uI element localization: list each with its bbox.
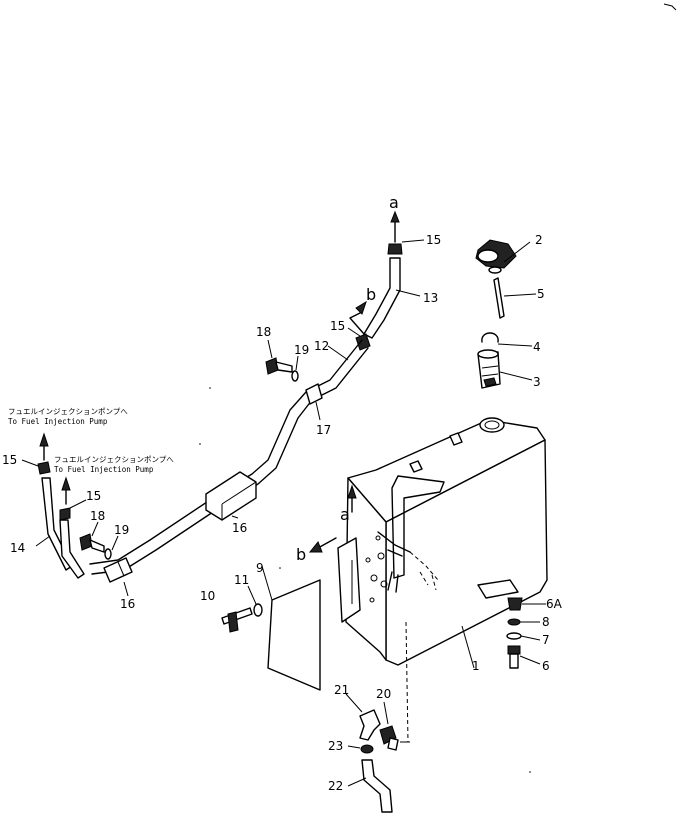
drain-hose-22 — [361, 759, 393, 813]
clamp-17 — [305, 383, 323, 405]
callout-15-left: 15 — [2, 453, 17, 467]
leader-1 — [461, 625, 475, 669]
callout-9: 9 — [256, 561, 264, 575]
o-ring — [481, 332, 499, 343]
spacer-6a — [507, 597, 523, 611]
callout-5: 5 — [537, 287, 545, 301]
corner-mark — [663, 3, 677, 11]
leader-11 — [247, 585, 257, 605]
washer-11 — [253, 603, 263, 617]
leader-15-left — [21, 459, 39, 467]
washer-19-upper — [291, 370, 299, 382]
connector-b-tank: b — [296, 545, 306, 564]
callout-2: 2 — [535, 233, 543, 247]
fuel-hose-14 — [41, 477, 85, 579]
callout-15-right: 15 — [86, 489, 101, 503]
leader-12 — [327, 345, 349, 361]
elbow-21 — [359, 709, 381, 741]
fitting-15-top — [387, 243, 403, 255]
leader-5 — [503, 293, 537, 297]
clamp-16-lower — [103, 557, 133, 583]
fitting-15-mid — [355, 333, 371, 351]
callout-16-lower: 16 — [120, 597, 135, 611]
callout-18-lower: 18 — [90, 509, 105, 523]
callout-13: 13 — [423, 291, 438, 305]
bolt-10 — [221, 607, 253, 633]
leader-4 — [497, 343, 533, 347]
strainer-rod — [493, 277, 505, 319]
washer-7 — [506, 632, 522, 640]
callout-18-upper: 18 — [256, 325, 271, 339]
callout-16-upper: 16 — [232, 521, 247, 535]
callout-10: 10 — [200, 589, 215, 603]
connector-a-tank: a — [340, 505, 350, 524]
fuel-cap — [475, 239, 531, 274]
bolt-18-lower — [79, 533, 105, 553]
leader-17 — [315, 401, 321, 421]
leader-16-lower — [123, 581, 129, 597]
note-to-pump-en-right: To Fuel Injection Pump — [54, 465, 154, 474]
callout-8: 8 — [542, 615, 550, 629]
leader-22 — [347, 777, 367, 787]
cover-plate — [267, 579, 321, 691]
fuel-hose-13 — [363, 257, 401, 339]
leader-9 — [261, 565, 273, 601]
callout-7: 7 — [542, 633, 550, 647]
leader-13 — [395, 289, 421, 297]
leader-7 — [520, 635, 541, 641]
callout-6a: 6A — [546, 597, 563, 611]
callout-14: 14 — [10, 541, 25, 555]
note-to-pump-en-left: To Fuel Injection Pump — [8, 417, 108, 426]
leader-15-right — [69, 499, 87, 509]
bolt-6 — [507, 645, 521, 669]
callout-4: 4 — [533, 340, 541, 354]
leader-6 — [519, 655, 541, 665]
leader-15-top — [401, 239, 425, 243]
strainer — [477, 349, 501, 389]
callout-19-lower: 19 — [114, 523, 129, 537]
callout-19-upper: 19 — [294, 343, 309, 357]
callout-12: 12 — [314, 339, 329, 353]
callout-11: 11 — [234, 573, 249, 587]
callout-15-mid: 15 — [330, 319, 345, 333]
fitting-15-left — [37, 461, 51, 475]
callout-6: 6 — [542, 659, 550, 673]
callout-20: 20 — [376, 687, 391, 701]
callout-21: 21 — [334, 683, 349, 697]
leader-18-upper — [267, 339, 273, 359]
leader-16-upper — [231, 515, 239, 519]
leader-14 — [35, 535, 51, 547]
note-to-pump-jp-left: フュエルインジェクションポンプへ — [8, 407, 128, 416]
leader-20 — [383, 701, 389, 725]
fitting-23 — [360, 744, 374, 754]
callout-1: 1 — [472, 659, 480, 673]
callout-15-top: 15 — [426, 233, 441, 247]
leader-21 — [345, 693, 363, 713]
callout-3: 3 — [533, 375, 541, 389]
clamp-16-upper — [205, 471, 257, 521]
leader-18-lower — [91, 521, 99, 537]
fitting-15-right — [59, 507, 71, 521]
leader-3 — [499, 371, 533, 381]
arrow-b-top — [349, 311, 365, 335]
leader-19-upper — [295, 355, 299, 371]
fuel-tank — [337, 417, 548, 669]
callout-22: 22 — [328, 779, 343, 793]
connector-b-top: b — [366, 285, 376, 304]
bolt-18-upper — [265, 357, 293, 375]
leader-23 — [347, 745, 361, 749]
drain-dashed-line — [405, 621, 409, 743]
washer-8 — [507, 618, 521, 626]
callout-23: 23 — [328, 739, 343, 753]
callout-17: 17 — [316, 423, 331, 437]
leader-19-lower — [111, 535, 119, 551]
washer-19-lower — [104, 548, 112, 560]
drain-valve-20 — [379, 725, 399, 751]
arrow-b-tank — [317, 537, 337, 549]
connector-a-top: a — [389, 193, 399, 212]
leader-15-mid — [347, 327, 361, 337]
note-to-pump-jp-right: フュエルインジェクションポンプへ — [54, 455, 174, 464]
